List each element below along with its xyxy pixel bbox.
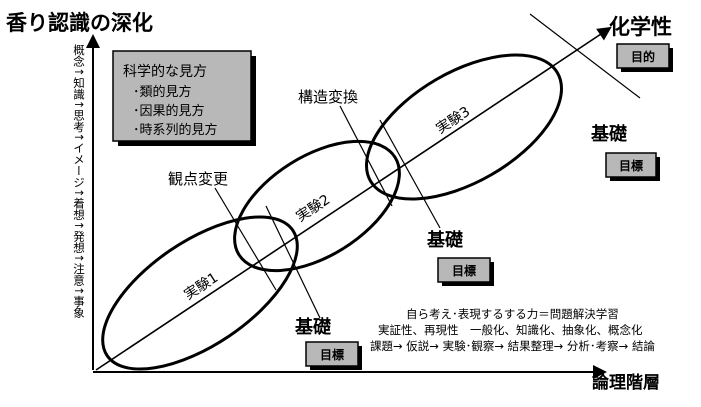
goal-box-2: 目標 — [437, 257, 494, 286]
purpose-box-label: 目的 — [631, 49, 655, 64]
legend-item: ･類的見方 — [133, 84, 192, 100]
goal-box-label: 目標 — [452, 263, 476, 278]
process-line-2: 実証性、再現性 一般化、知識化、抽象化、概念化 — [378, 323, 643, 337]
x-axis-label: 論理階層 — [592, 372, 660, 393]
process-line-1: 自ら考え･表現するする力＝問題解決学習 — [406, 307, 619, 321]
foundation-2-pointer — [379, 119, 441, 229]
foundation-label-2: 基礎 — [426, 229, 463, 251]
experiment-2-ellipse — [233, 139, 401, 273]
viewpoint-change-pointer — [214, 187, 277, 291]
foundation-label-3: 基礎 — [590, 123, 627, 145]
legend-item: ･因果的見方 — [133, 103, 205, 119]
legend-heading: 科学的な見方 — [123, 64, 207, 80]
goal-box-1: 目標 — [305, 341, 362, 370]
process-line-3: 課題→ 仮説→ 実験･観察→ 結果整理→ 分析･考察→ 結論 — [370, 339, 655, 353]
legend-item: ･時系列的見方 — [133, 122, 218, 138]
structure-change-pointer — [339, 105, 393, 207]
viewpoint-change-label: 観点変更 — [168, 170, 228, 188]
structure-change-label: 構造変換 — [298, 88, 358, 106]
diagonal-guide-line — [529, 13, 641, 99]
foundation-1-pointer — [265, 205, 321, 319]
experiment-2-label: 実験2 — [293, 192, 333, 226]
experiment-3-ellipse — [365, 53, 563, 201]
goal-box-label: 目標 — [619, 158, 643, 173]
goal-box-3: 目標 — [605, 152, 660, 181]
goal-box-label: 目標 — [320, 347, 344, 362]
y-axis-label: 概念↑知識↑思考↑イメージ↑着想↑発想↑注意↑事象 — [72, 44, 86, 318]
science-viewpoint-legend: 科学的な見方 ･類的見方 ･因果的見方 ･時系列的見方 — [112, 50, 256, 146]
page-title: 香り認識の深化 — [6, 11, 153, 35]
chemistry-label: 化学性 — [609, 15, 672, 39]
purpose-box: 目的 — [616, 43, 673, 72]
deepening-arrow — [95, 26, 612, 371]
experiment-1-label: 実験1 — [181, 270, 221, 304]
foundation-label-1: 基礎 — [294, 316, 331, 338]
experiment-1-ellipse — [101, 215, 299, 371]
